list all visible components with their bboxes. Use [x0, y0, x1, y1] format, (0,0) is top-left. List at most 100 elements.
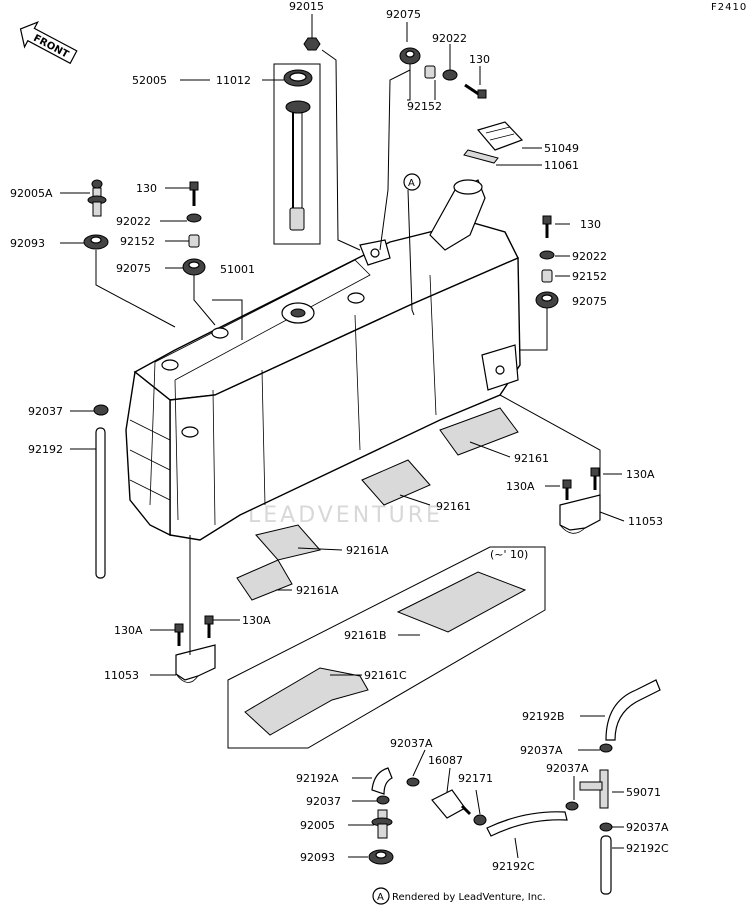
label-92192C-2[interactable]: 92192C	[626, 842, 669, 855]
label-130A-r1[interactable]: 130A	[626, 468, 655, 481]
fuel-level-sender-icon[interactable]	[285, 100, 311, 231]
nut-92015-icon[interactable]	[303, 37, 321, 51]
hose-92192A-icon[interactable]	[371, 767, 393, 795]
label-92037A-2[interactable]: 92037A	[390, 737, 433, 750]
bracket-52005	[273, 63, 321, 245]
label-52005[interactable]: 52005	[132, 74, 167, 87]
bolt-130-left-icon[interactable]	[189, 181, 199, 206]
label-92161A-2[interactable]: 92161A	[296, 584, 339, 597]
gasket-11061-icon[interactable]	[463, 149, 499, 164]
label-92192C-1[interactable]: 92192C	[492, 860, 535, 873]
filler-cap-51049-icon[interactable]	[476, 121, 524, 151]
grommet-92005-icon[interactable]	[371, 809, 393, 839]
hose-92192C-1-icon[interactable]	[486, 811, 568, 837]
tee-joint-59071-icon[interactable]	[579, 769, 609, 809]
label-59071[interactable]: 59071	[626, 786, 661, 799]
bolt-130-right-icon[interactable]	[542, 215, 552, 238]
label-11012[interactable]: 11012	[216, 74, 251, 87]
damper-92075-top-icon[interactable]	[399, 47, 421, 65]
label-92192A[interactable]: 92192A	[296, 772, 339, 785]
label-92192B[interactable]: 92192B	[522, 710, 565, 723]
hose-92192C-2-icon[interactable]	[600, 835, 612, 895]
label-range-note: (~' 10)	[490, 548, 528, 561]
label-92037A-3[interactable]: 92037A	[546, 762, 589, 775]
clamp-92037A-3-icon[interactable]	[565, 801, 579, 811]
label-11053-left[interactable]: 11053	[104, 669, 139, 682]
label-92161B[interactable]: 92161B	[344, 629, 387, 642]
collar-92152-left-icon[interactable]	[188, 234, 200, 248]
clamp-92037A-1-icon[interactable]	[599, 743, 613, 753]
pad-92161-a[interactable]	[439, 407, 519, 456]
label-92075-right[interactable]: 92075	[572, 295, 607, 308]
clamp-92037A-2-icon[interactable]	[406, 777, 420, 787]
label-92152-left[interactable]: 92152	[120, 235, 155, 248]
label-130A-l2[interactable]: 130A	[242, 614, 271, 627]
label-11061[interactable]: 11061	[544, 159, 579, 172]
label-130-top[interactable]: 130	[469, 53, 490, 66]
grommet-92093-b-icon[interactable]	[368, 849, 394, 865]
label-92075-top[interactable]: 92075	[386, 8, 421, 21]
label-92022-left[interactable]: 92022	[116, 215, 151, 228]
label-92171[interactable]: 92171	[458, 772, 493, 785]
damper-92075-right-icon[interactable]	[535, 291, 559, 309]
pad-92161C[interactable]	[244, 667, 369, 736]
label-130-right[interactable]: 130	[580, 218, 601, 231]
label-130A-r2[interactable]: 130A	[506, 480, 535, 493]
washer-92022-right-icon[interactable]	[539, 250, 555, 260]
bolt-130-top-icon[interactable]	[464, 83, 487, 99]
damper-92075-left-icon[interactable]	[182, 258, 206, 276]
label-92161-a[interactable]: 92161	[514, 452, 549, 465]
label-11053-right[interactable]: 11053	[628, 515, 663, 528]
label-92037A-4[interactable]: 92037A	[626, 821, 669, 834]
collar-92152-right-icon[interactable]	[541, 269, 553, 283]
label-92022-top[interactable]: 92022	[432, 32, 467, 45]
label-130A-l1[interactable]: 130A	[114, 624, 143, 637]
bolt-130A-l1-icon[interactable]	[174, 623, 184, 646]
label-92093-b[interactable]: 92093	[300, 851, 335, 864]
fuel-tank-51001[interactable]	[125, 179, 521, 541]
svg-text:A: A	[408, 178, 415, 189]
bolt-130A-l2-icon[interactable]	[204, 615, 214, 638]
label-92005[interactable]: 92005	[300, 819, 335, 832]
clamp-92037-icon[interactable]	[93, 404, 109, 416]
label-92093-left[interactable]: 92093	[10, 237, 45, 250]
label-92161A-1[interactable]: 92161A	[346, 544, 389, 557]
clamp-92037-b-icon[interactable]	[376, 795, 390, 805]
collar-92152-top-icon[interactable]	[424, 65, 436, 79]
label-92005A[interactable]: 92005A	[10, 187, 53, 200]
label-51049[interactable]: 51049	[544, 142, 579, 155]
hose-92192B-icon[interactable]	[605, 679, 661, 741]
label-92037A-1[interactable]: 92037A	[520, 744, 563, 757]
label-51001[interactable]: 51001	[220, 263, 255, 276]
footer-text: Rendered by LeadVenture, Inc.	[392, 892, 546, 903]
washer-92022-top-icon[interactable]	[442, 69, 458, 81]
label-92037[interactable]: 92037	[28, 405, 63, 418]
label-92075-left[interactable]: 92075	[116, 262, 151, 275]
label-92022-right[interactable]: 92022	[572, 250, 607, 263]
label-130-left[interactable]: 130	[136, 182, 157, 195]
label-92015[interactable]: 92015	[289, 0, 324, 13]
hose-92192-icon[interactable]	[95, 427, 106, 579]
pad-92161-b[interactable]	[361, 459, 431, 506]
bolt-130A-r2-icon[interactable]	[562, 479, 572, 500]
label-92192[interactable]: 92192	[28, 443, 63, 456]
valve-16087-icon[interactable]	[431, 789, 472, 819]
label-92161C[interactable]: 92161C	[364, 669, 407, 682]
label-92037-b[interactable]: 92037	[306, 795, 341, 808]
grommet-92093-left-icon[interactable]	[83, 234, 109, 250]
clamp-92171-icon[interactable]	[473, 814, 487, 826]
pad-92161A-1[interactable]	[255, 524, 321, 561]
label-16087[interactable]: 16087	[428, 754, 463, 767]
bolt-130A-r1-icon[interactable]	[590, 467, 600, 490]
label-92152-right[interactable]: 92152	[572, 270, 607, 283]
bracket-11053-right-icon[interactable]	[559, 494, 601, 534]
clamp-92037A-4-icon[interactable]	[599, 822, 613, 832]
gasket-11012-icon[interactable]	[283, 69, 313, 87]
label-92161-b[interactable]: 92161	[436, 500, 471, 513]
label-92152-top[interactable]: 92152	[407, 100, 442, 113]
pad-92161B[interactable]	[396, 571, 527, 633]
bracket-11053-left-icon[interactable]	[175, 644, 216, 683]
grommet-92005A-icon[interactable]	[87, 179, 107, 217]
washer-92022-left-icon[interactable]	[186, 213, 202, 223]
pad-92161A-2[interactable]	[236, 559, 293, 601]
